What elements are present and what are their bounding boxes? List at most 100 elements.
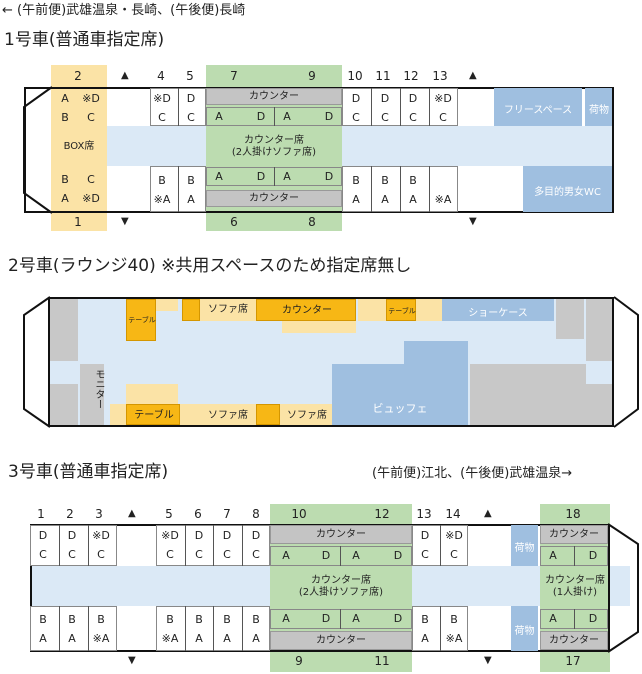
seat[interactable]: A <box>223 632 231 645</box>
seat-number: 1 <box>37 507 45 521</box>
seat[interactable]: A <box>549 549 557 562</box>
seat[interactable]: A <box>61 192 69 205</box>
divider <box>213 606 214 651</box>
seat[interactable]: D <box>408 92 418 105</box>
seat[interactable]: B <box>223 613 231 626</box>
seat[interactable]: B <box>195 613 203 626</box>
seat[interactable]: C <box>97 548 105 561</box>
seat[interactable]: ※A <box>92 632 110 645</box>
seat[interactable]: C <box>421 548 429 561</box>
seat[interactable]: A <box>352 549 360 562</box>
seat[interactable]: C <box>439 111 447 124</box>
seat[interactable]: D <box>380 92 390 105</box>
seat[interactable]: A <box>381 193 389 206</box>
seat[interactable]: A <box>252 632 260 645</box>
seat[interactable]: D <box>321 612 331 625</box>
seat[interactable]: C <box>166 548 174 561</box>
seat[interactable]: ※D <box>82 192 100 205</box>
seat[interactable]: B <box>166 613 174 626</box>
seat[interactable]: B <box>158 174 166 187</box>
seat[interactable]: ※A <box>153 193 171 206</box>
seat[interactable]: B <box>381 174 389 187</box>
seat[interactable]: A <box>215 110 223 123</box>
seat[interactable]: D <box>420 529 430 542</box>
seat[interactable]: C <box>39 548 47 561</box>
seat[interactable]: D <box>324 110 334 123</box>
seat[interactable]: D <box>186 92 196 105</box>
seat[interactable]: C <box>187 111 195 124</box>
seat[interactable]: A <box>61 92 69 105</box>
seat[interactable]: C <box>352 111 360 124</box>
seat[interactable]: B <box>68 613 76 626</box>
seat[interactable]: D <box>67 529 77 542</box>
seat[interactable]: ※D <box>153 92 171 105</box>
seat[interactable]: D <box>393 612 403 625</box>
seat[interactable]: ※D <box>161 529 179 542</box>
seat[interactable]: D <box>256 110 266 123</box>
seat[interactable]: D <box>222 529 232 542</box>
down-arrow-icon: ▼ <box>469 216 477 227</box>
seat[interactable]: B <box>187 174 195 187</box>
seat[interactable]: C <box>87 111 95 124</box>
seat[interactable]: A <box>283 110 291 123</box>
car1-aisle-a <box>107 126 206 166</box>
counter-seat-label: カウンター席(1人掛け) <box>545 575 605 598</box>
seat[interactable]: A <box>409 193 417 206</box>
seat[interactable]: A <box>195 632 203 645</box>
seat[interactable]: C <box>450 548 458 561</box>
seat[interactable]: B <box>352 174 360 187</box>
seat[interactable]: D <box>194 529 204 542</box>
seat[interactable]: C <box>223 548 231 561</box>
seat[interactable]: C <box>158 111 166 124</box>
seat[interactable]: A <box>282 549 290 562</box>
seat[interactable]: C <box>87 173 95 186</box>
seat[interactable]: C <box>68 548 76 561</box>
car1-aisle-b <box>342 126 612 166</box>
seat[interactable]: A <box>549 612 557 625</box>
seat[interactable]: D <box>321 549 331 562</box>
seat[interactable]: D <box>251 529 261 542</box>
seat[interactable]: ※A <box>445 632 463 645</box>
seat[interactable]: C <box>195 548 203 561</box>
seat[interactable]: B <box>421 613 429 626</box>
seat[interactable]: A <box>68 632 76 645</box>
seat[interactable]: ※D <box>445 529 463 542</box>
seat[interactable]: ※D <box>82 92 100 105</box>
seat[interactable]: D <box>256 170 266 183</box>
seat[interactable]: A <box>352 193 360 206</box>
seat-number: 4 <box>157 69 165 83</box>
seat[interactable]: A <box>39 632 47 645</box>
divider <box>340 546 341 566</box>
seat[interactable]: ※D <box>92 529 110 542</box>
seat[interactable]: D <box>38 529 48 542</box>
seat[interactable]: A <box>421 632 429 645</box>
seat[interactable]: C <box>381 111 389 124</box>
seat[interactable]: B <box>409 174 417 187</box>
seat[interactable]: A <box>283 170 291 183</box>
seat[interactable]: C <box>252 548 260 561</box>
seat[interactable]: C <box>409 111 417 124</box>
seat[interactable]: A <box>215 170 223 183</box>
seat[interactable]: B <box>39 613 47 626</box>
seat[interactable]: B <box>97 613 105 626</box>
seat[interactable]: A <box>187 193 195 206</box>
seat[interactable]: A <box>352 612 360 625</box>
seat[interactable]: D <box>588 612 598 625</box>
seat[interactable]: D <box>351 92 361 105</box>
divider <box>400 166 401 212</box>
car3-aisle-b <box>412 566 540 606</box>
seat[interactable]: B <box>61 173 69 186</box>
seat[interactable]: D <box>393 549 403 562</box>
seat[interactable]: D <box>324 170 334 183</box>
seat[interactable]: A <box>282 612 290 625</box>
seat[interactable]: ※D <box>434 92 452 105</box>
seat[interactable]: ※A <box>161 632 179 645</box>
seat[interactable]: B <box>61 111 69 124</box>
seat[interactable]: D <box>588 549 598 562</box>
sofa-seat: ソファ席 <box>200 299 256 321</box>
seat[interactable]: B <box>450 613 458 626</box>
seat[interactable]: B <box>252 613 260 626</box>
seat-number: 13 <box>432 69 448 83</box>
seat[interactable]: ※A <box>434 193 452 206</box>
car2-wall <box>586 384 612 425</box>
